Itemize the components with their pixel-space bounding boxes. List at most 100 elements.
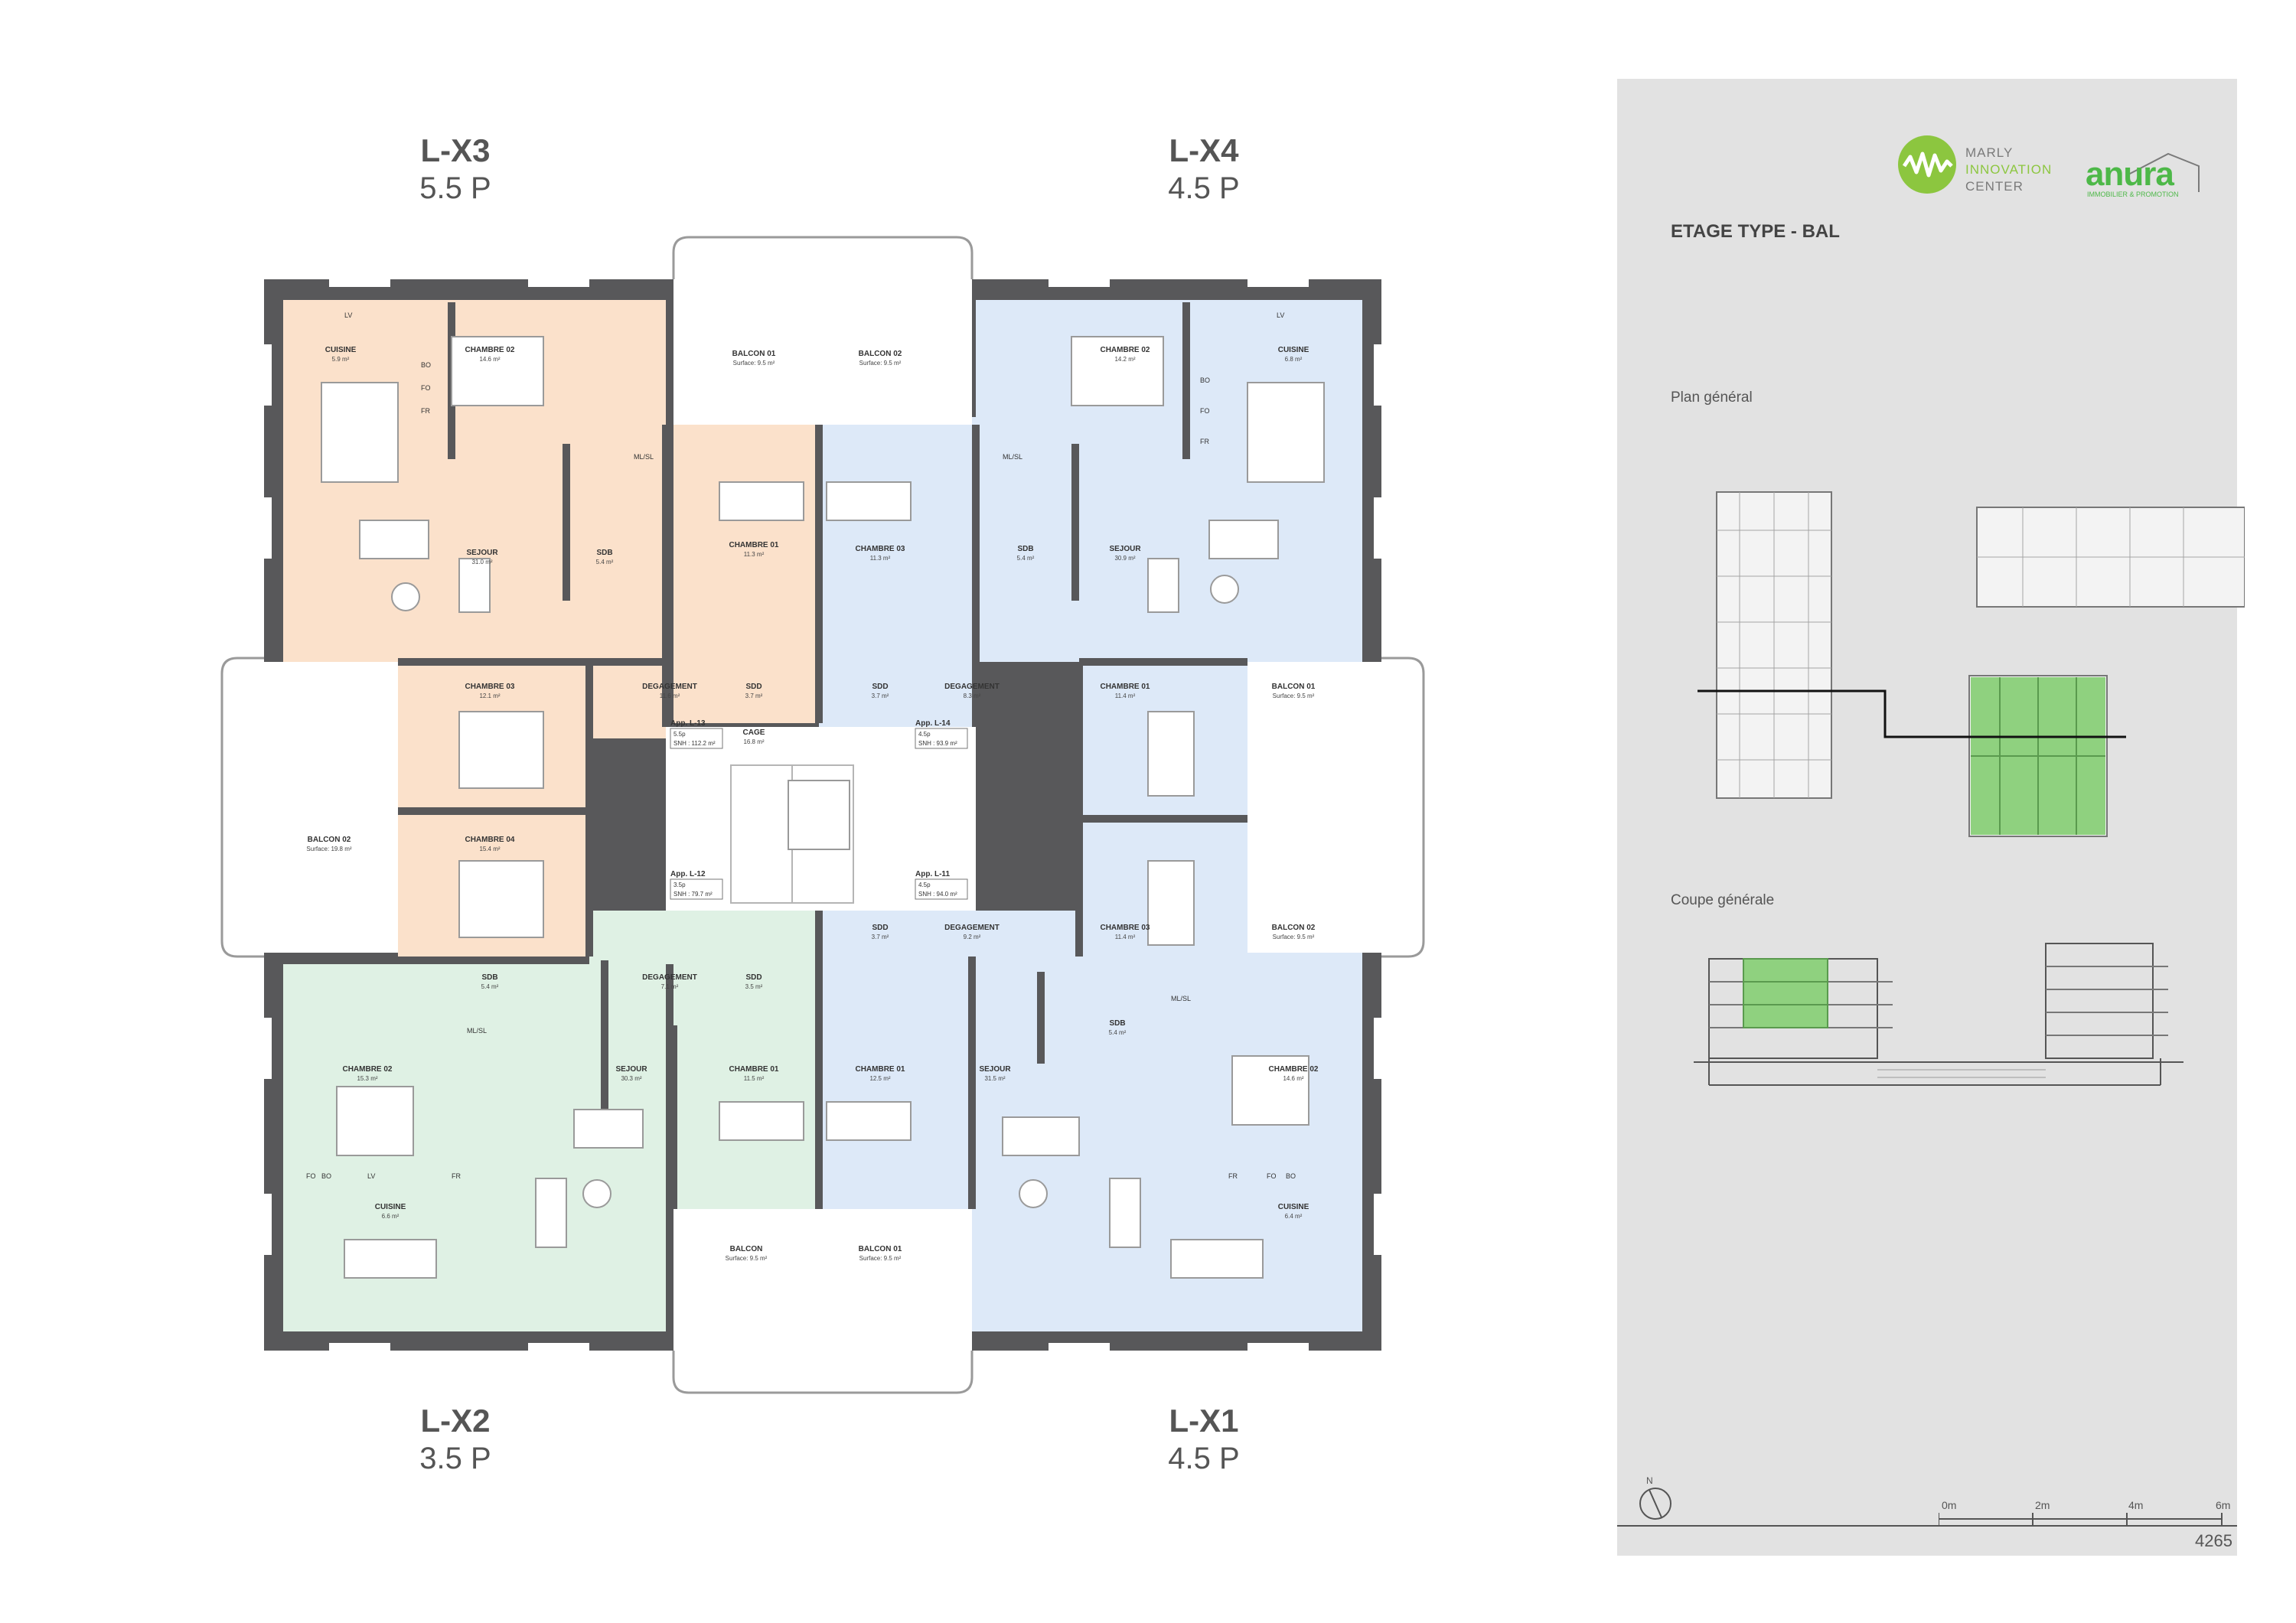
plan-general-label: Plan général: [1671, 389, 1753, 406]
room-area: Surface: 9.5 m²: [726, 1255, 768, 1262]
balcony-floor: [264, 662, 398, 953]
balcony-floor: [673, 1209, 972, 1351]
marly-logo-text: MARLY INNOVATION CENTER: [1965, 145, 2052, 195]
unit-size: 4.5 P: [1168, 171, 1240, 205]
info-panel: MARLY INNOVATION CENTER anura IMMOBILIER…: [1617, 79, 2245, 1556]
fixture-label: LV: [1277, 311, 1284, 319]
room-area: 3.7 m²: [745, 693, 763, 699]
room-area: 6.4 m²: [1285, 1213, 1303, 1220]
unit-code: L-X2: [420, 1403, 491, 1439]
furniture-item: [458, 558, 491, 613]
furniture-item: [336, 1086, 414, 1156]
window: [1374, 497, 1381, 559]
fixture-label: FO: [1200, 407, 1210, 415]
window: [528, 1343, 589, 1351]
scale-bar: [1939, 1513, 2223, 1525]
unit-title-lx1: L-X1 4.5 P: [1112, 1402, 1296, 1477]
room-area: 3.5 m²: [745, 983, 763, 990]
room-name: BALCON 02: [859, 350, 902, 358]
round-table: [1019, 1179, 1048, 1208]
furniture: [321, 336, 1325, 1279]
apartment-snh: SNH : 79.7 m²: [673, 891, 713, 898]
scale-label-2: 2m: [2035, 1499, 2050, 1511]
apartment-snh: SNH : 93.9 m²: [918, 740, 957, 747]
fixture-label: BO: [321, 1172, 331, 1180]
zone-x1: [1247, 957, 1362, 1002]
apartment-box: [915, 728, 968, 749]
room-area: Surface: 9.5 m²: [1273, 934, 1315, 940]
svg-text:N: N: [1646, 1475, 1653, 1486]
apartment-rooms: 5.5p: [673, 731, 686, 738]
window: [264, 1194, 272, 1255]
room-area: 5.4 m²: [596, 559, 614, 565]
room-name: CUISINE: [375, 1203, 406, 1211]
room-area: 5.4 m²: [1017, 555, 1035, 562]
furniture-item: [1109, 1178, 1141, 1248]
scale-label-0: 0m: [1942, 1499, 1957, 1511]
room-area: 9.2 m²: [964, 934, 981, 940]
furniture-item: [1231, 1055, 1309, 1126]
room-name: CHAMBRE 01: [729, 541, 778, 549]
room-area: 30.9 m²: [1114, 555, 1135, 562]
room-name: CHAMBRE 01: [855, 1065, 905, 1074]
room-area: 5.4 m²: [481, 983, 499, 990]
apartment-title: App. L-14: [915, 719, 951, 728]
window: [1049, 1343, 1110, 1351]
room-area: 11.3 m²: [744, 551, 765, 558]
furniture-item: [359, 520, 429, 559]
fixture-label: ML/SL: [634, 453, 654, 461]
page-number: 4265: [2195, 1531, 2232, 1550]
room-area: 11.6 m²: [660, 693, 680, 699]
fixture-label: LV: [344, 311, 352, 319]
fixture-label: ML/SL: [1003, 453, 1022, 461]
room-name: BALCON 01: [732, 350, 776, 358]
room-name: DEGAGEMENT: [944, 683, 1000, 691]
room-name: CHAMBRE 04: [465, 836, 514, 844]
fixture-label: FR: [452, 1172, 461, 1180]
zone-x2: [589, 911, 673, 964]
room-area: Surface: 9.5 m²: [859, 360, 902, 367]
unit-title-lx4: L-X4 4.5 P: [1112, 132, 1296, 207]
unit-size: 3.5 P: [419, 1442, 491, 1475]
room-name: CAGE: [743, 728, 765, 737]
unit-code: L-X3: [420, 132, 491, 168]
fixture-label: ML/SL: [1171, 995, 1191, 1002]
apartment-box: [670, 878, 723, 900]
room-area: 31.5 m²: [984, 1075, 1005, 1082]
room-name: CHAMBRE 02: [1268, 1065, 1318, 1074]
window: [1247, 279, 1309, 287]
room-area: Surface: 9.5 m²: [733, 360, 775, 367]
room-name: CHAMBRE 01: [729, 1065, 778, 1074]
room-area: 14.6 m²: [479, 356, 500, 363]
apartment-box: [670, 728, 723, 749]
round-table: [1210, 575, 1239, 604]
apartment-title: App. L-13: [670, 719, 706, 728]
furniture-item: [1170, 1239, 1264, 1279]
page-title: ETAGE TYPE - BAL: [1671, 221, 1840, 242]
room-area: Surface: 9.5 m²: [1273, 693, 1315, 699]
apartment-rooms: 3.5p: [673, 882, 686, 888]
round-table: [391, 582, 420, 611]
room-area: 3.7 m²: [872, 693, 889, 699]
room-area: Surface: 9.5 m²: [859, 1255, 902, 1262]
apartment-snh: SNH : 112.2 m²: [673, 740, 716, 747]
